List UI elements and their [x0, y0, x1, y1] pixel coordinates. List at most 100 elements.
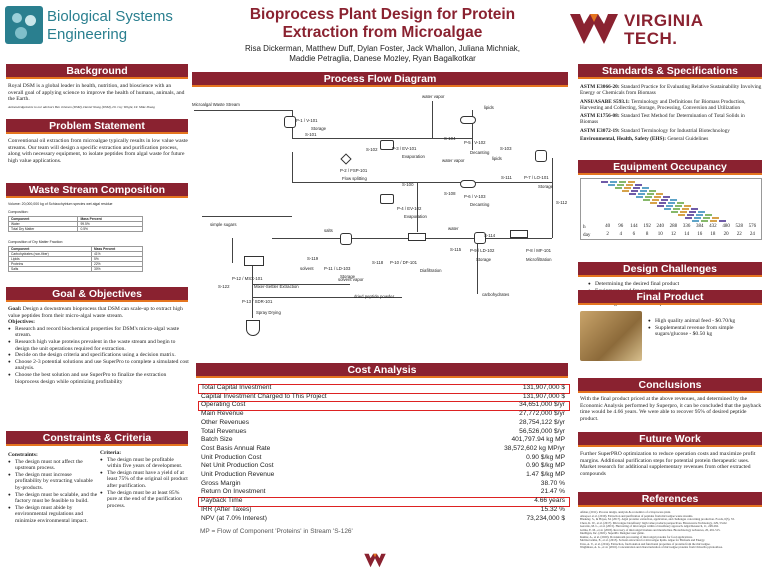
occupancy-bar	[654, 196, 661, 199]
cost-value: 1.47 $/kg MP	[526, 471, 565, 478]
occupancy-tick-day: 22	[736, 232, 742, 237]
occupancy-bar	[668, 202, 675, 205]
reference-item: Bleakley, S., & Hayes, M. (2017). Algal …	[580, 517, 735, 522]
occupancy-day-label: day	[583, 232, 591, 238]
vt-logo-line2: TECH.	[624, 29, 678, 48]
reference-item: Ursu, A. V., et al. (2014). Extraction, …	[580, 541, 711, 546]
standard-code: ASTM E1756-08:	[580, 113, 621, 120]
cost-value: 38.70 %	[540, 479, 565, 487]
standard-code: ASTM E3066-20:	[580, 84, 621, 90]
occupancy-bar	[624, 187, 631, 190]
occupancy-bar	[636, 196, 643, 199]
final-product-heading: Final Product	[578, 290, 762, 305]
pfd-simple-sugars: simple sugars	[210, 222, 237, 227]
challenges-heading: Design Challenges	[578, 262, 762, 277]
cost-label: Cost Basis Annual Rate	[201, 444, 271, 452]
pfd-s104: S-104	[444, 136, 456, 141]
constraints-list: The design must not affect the upstream …	[8, 459, 98, 525]
splitter	[340, 153, 352, 165]
cost-label: IRR (After Taxes)	[201, 505, 252, 513]
occupancy-bar	[645, 196, 652, 199]
occupancy-tick-hour: 96	[618, 224, 624, 229]
pfd-s119: S-119	[307, 256, 319, 261]
occupancy-tick-hour: 40	[605, 224, 611, 229]
cost-value: 73,234,000 $	[526, 514, 565, 522]
comp-cell: Total Dry Matter	[7, 226, 79, 232]
occupancy-bar	[678, 214, 685, 217]
pfd-s103: S-103	[500, 146, 512, 151]
occupancy-bar	[684, 205, 691, 208]
constraint-item: The design must not affect the upstream …	[8, 459, 98, 472]
cost-label: Unit Production Cost	[201, 453, 262, 461]
occupancy-bar	[650, 202, 657, 205]
occupancy-bar	[619, 181, 626, 184]
occupancy-bar	[601, 181, 608, 184]
criteria-item: The design must be profitable within fiv…	[100, 457, 188, 470]
occupancy-bar	[689, 211, 696, 214]
reference-item: Chew, K. W., et al. (2017). Microalgae b…	[580, 520, 728, 525]
criteria-item: The design must have a yield of at least…	[100, 470, 188, 490]
pfd-spray-drying: Spray Drying	[256, 310, 281, 315]
cost-value: 4.66 years	[534, 497, 565, 505]
cost-value: 131,907,000 $	[522, 392, 565, 400]
occupancy-tick-hour: 288	[669, 224, 678, 229]
occupancy-bar	[643, 199, 650, 202]
cost-label: Main Revenue	[201, 410, 244, 418]
pfd-s122: S-122	[218, 284, 230, 289]
occupancy-bar	[657, 205, 664, 208]
occupancy-bar	[710, 220, 717, 223]
occupancy-tick-hour: 336	[682, 224, 691, 229]
storage-tank-1	[284, 116, 296, 128]
waste-heading: Waste Stream Composition	[6, 183, 188, 198]
objective-item: Research and record biochemical properti…	[8, 326, 189, 339]
occupancy-bar	[682, 208, 689, 211]
cost-label: Payback Time	[201, 497, 243, 505]
occupancy-tick-hour: 480	[722, 224, 730, 229]
occupancy-bar	[652, 199, 659, 202]
pfd-diafiltration: Diafiltration	[420, 268, 442, 273]
occupancy-tick-day: 18	[710, 232, 716, 237]
pfd-mixer-settler: Mixer-Settler Extraction	[254, 284, 299, 289]
microfilter	[510, 230, 528, 238]
reference-item: Afshar, (2011). Process design, analysis…	[580, 510, 671, 514]
standard-code: ASTM E3072-19:	[580, 127, 621, 134]
occupancy-bar	[698, 211, 705, 214]
decanter-2	[460, 180, 476, 188]
conclusions-text: With the final product priced at the abo…	[580, 396, 762, 422]
pfd-p10: P-10 / DF-101	[390, 260, 417, 265]
page-title-line2: Extraction from Microalgae	[282, 24, 483, 41]
occupancy-bar	[675, 205, 682, 208]
pfd-salts: salts	[324, 228, 333, 233]
constraints-block: Constraints: The design must not affect …	[8, 452, 98, 525]
vt-logo-mark	[570, 14, 618, 44]
cost-heading: Cost Analysis	[196, 363, 568, 378]
occupancy-bar	[692, 220, 699, 223]
occupancy-bar	[677, 202, 684, 205]
cost-value: 28,754,122 $/yr	[519, 418, 565, 426]
reference-item: Gerardo, M. L., et al. (2015). Harvestin…	[580, 524, 719, 529]
conclusions-heading: Conclusions	[578, 378, 762, 393]
future-heading: Future Work	[578, 432, 762, 447]
pfd-p11: P-11 / LD-103	[324, 266, 351, 271]
occupancy-tick-hour: 240	[656, 224, 664, 229]
occupancy-bar	[631, 190, 638, 193]
cost-row: Capital Investment Charged to This Proje…	[198, 393, 568, 402]
reference-item: Grima, E. M., et al. (2003). Recovery of…	[580, 527, 721, 532]
background-text: Royal DSM is a global leader in health, …	[8, 83, 185, 103]
cost-label: Gross Margin	[201, 479, 241, 487]
goal-line: Goal: Design a downstream bioprocess tha…	[8, 306, 189, 319]
background-ack: Acknowledgements to our advisors Ben Joh…	[8, 105, 155, 109]
occupancy-bar	[647, 193, 654, 196]
pfd-s114: S-114	[484, 233, 496, 238]
occupancy-tick-day: 6	[632, 232, 636, 237]
pfd-p2: P-2 / FSP-101	[340, 168, 368, 173]
page-title: Bioprocess Plant Design for Protein Extr…	[195, 6, 570, 42]
final-product-image	[580, 311, 642, 361]
authors: Risa Dickerman, Matthew Duff, Dylan Fost…	[195, 44, 570, 64]
pfd-storage4: Storage	[476, 257, 492, 262]
